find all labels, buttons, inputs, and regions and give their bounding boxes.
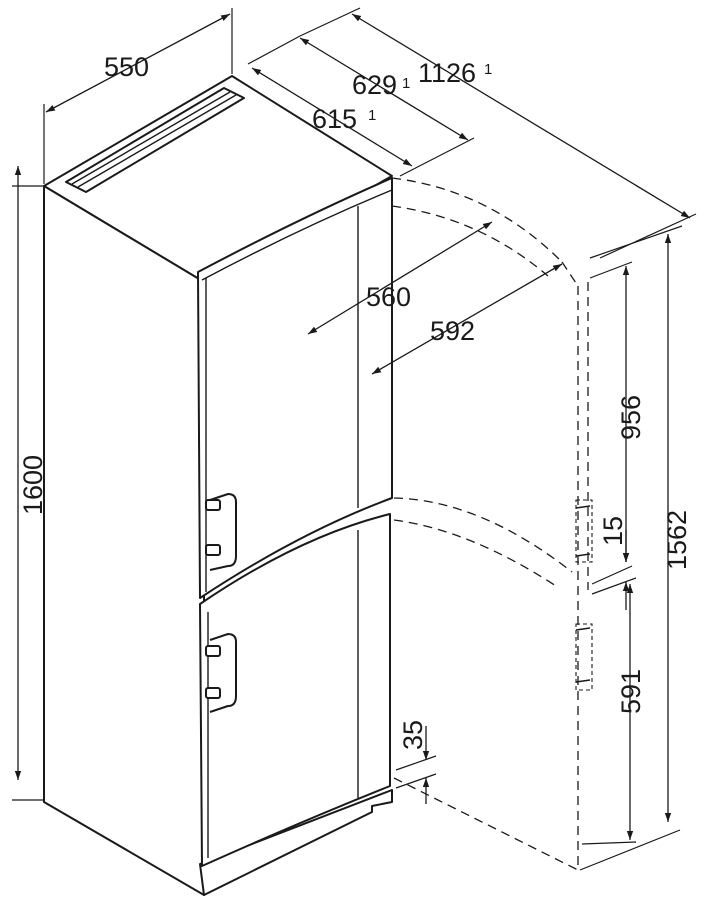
fridge-side-panel xyxy=(43,185,205,896)
dimension-width: 550 xyxy=(43,8,233,184)
dimension-fridge-door-height: 956 xyxy=(589,261,646,585)
dimension-depth: 615 1 xyxy=(251,67,413,167)
freezer-door-handle xyxy=(205,633,237,713)
dimension-hinge-height: 1562 xyxy=(579,225,692,871)
fridge-plinth xyxy=(199,789,393,896)
dimension-label: 550 xyxy=(104,52,149,82)
dimension-label: 1126 xyxy=(418,58,476,88)
open-door-outline xyxy=(391,177,593,871)
dimension-label: 560 xyxy=(366,282,411,312)
dimension-freezer-door-height: 591 xyxy=(581,584,646,845)
dimension-plinth-clearance: 35 xyxy=(395,720,437,804)
freezer-door xyxy=(199,513,391,867)
dimension-label: 35 xyxy=(398,720,428,750)
top-vent-grille xyxy=(65,87,245,193)
dimension-label: 591 xyxy=(616,669,646,714)
freezer-door-panel xyxy=(199,513,391,867)
dimension-label: 592 xyxy=(430,316,475,346)
footnote-marker: 1 xyxy=(368,107,376,124)
dimension-label: 15 xyxy=(598,516,628,546)
dimension-label: 956 xyxy=(616,395,646,440)
dimension-door-gap: 15 xyxy=(591,516,637,610)
fridge-door-handle xyxy=(205,493,237,571)
dimension-label: 629 xyxy=(352,70,397,100)
dimension-depth-door-open: 1126 1 xyxy=(299,7,697,259)
footnote-marker: 1 xyxy=(402,75,410,92)
dimension-label: 1562 xyxy=(662,510,692,570)
dimension-total-height: 1600 xyxy=(12,166,48,801)
dimension-door-open-width: 592 xyxy=(371,263,563,375)
dimension-label: 1600 xyxy=(18,455,48,515)
footnote-marker: 1 xyxy=(484,61,492,78)
dimension-label: 615 xyxy=(312,104,357,134)
